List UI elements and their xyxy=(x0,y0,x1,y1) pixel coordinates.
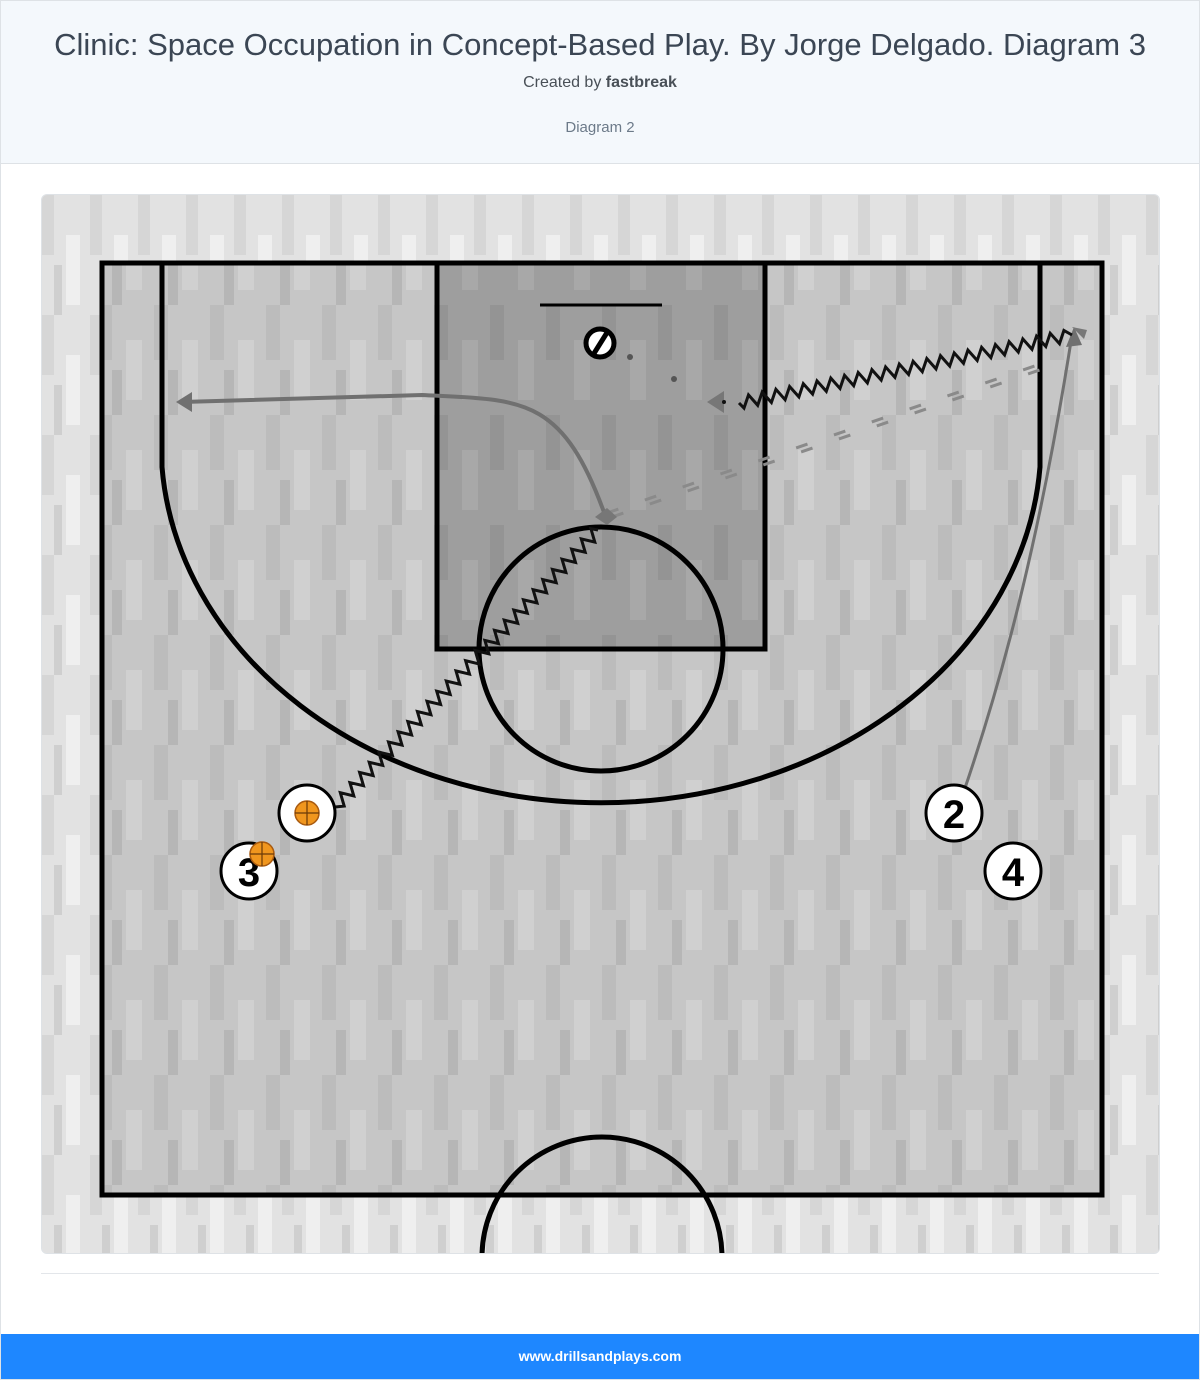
three-point-line xyxy=(159,263,1043,806)
dribble-path-diagonal xyxy=(334,526,599,809)
player-2[interactable]: 2 xyxy=(924,783,984,843)
diagram-label: Diagram 2 xyxy=(565,119,635,136)
basketball-icon xyxy=(294,800,320,826)
dribble-end-dot xyxy=(722,400,726,404)
court-diagram: 3 2 4 xyxy=(42,195,1159,1253)
diagram-image: 3 2 4 xyxy=(41,194,1160,1254)
screen-marker xyxy=(595,508,617,525)
cut-path-to-corner xyxy=(181,392,607,516)
center-circle xyxy=(479,1134,725,1253)
page-title: Clinic: Space Occupation in Concept-Base… xyxy=(54,27,1146,62)
player-3[interactable]: 3 xyxy=(219,841,279,901)
cut-arrowhead xyxy=(176,392,192,412)
footer-bar: www.drillsandplays.com xyxy=(1,1334,1199,1379)
ball-handler-marker xyxy=(277,783,337,843)
court-lines xyxy=(99,260,1105,1253)
defender-marker xyxy=(627,354,633,360)
divider xyxy=(41,1273,1159,1274)
dribble-start-marker xyxy=(1072,327,1087,339)
player-2-label: 2 xyxy=(943,793,965,837)
hoop-icon xyxy=(583,326,617,360)
created-by-prefix: Created by xyxy=(523,74,606,91)
player-4-label: 4 xyxy=(1002,851,1025,895)
created-by-line: Created by fastbreak xyxy=(1,74,1199,92)
player-4[interactable]: 4 xyxy=(983,841,1043,901)
paint-area xyxy=(437,263,765,649)
cut-arrowhead xyxy=(1066,327,1082,347)
author-name[interactable]: fastbreak xyxy=(605,74,677,91)
dribble-arrowhead xyxy=(707,391,724,413)
free-throw-circle xyxy=(476,524,726,774)
lane-lines xyxy=(434,260,768,652)
dribble-path-wing xyxy=(737,328,1073,411)
cut-path-player-2 xyxy=(962,334,1074,792)
footer-site-link[interactable]: www.drillsandplays.com xyxy=(518,1348,682,1364)
defender-marker xyxy=(671,376,677,382)
page-header: Clinic: Space Occupation in Concept-Base… xyxy=(1,1,1199,164)
basketball-icon xyxy=(249,841,275,867)
